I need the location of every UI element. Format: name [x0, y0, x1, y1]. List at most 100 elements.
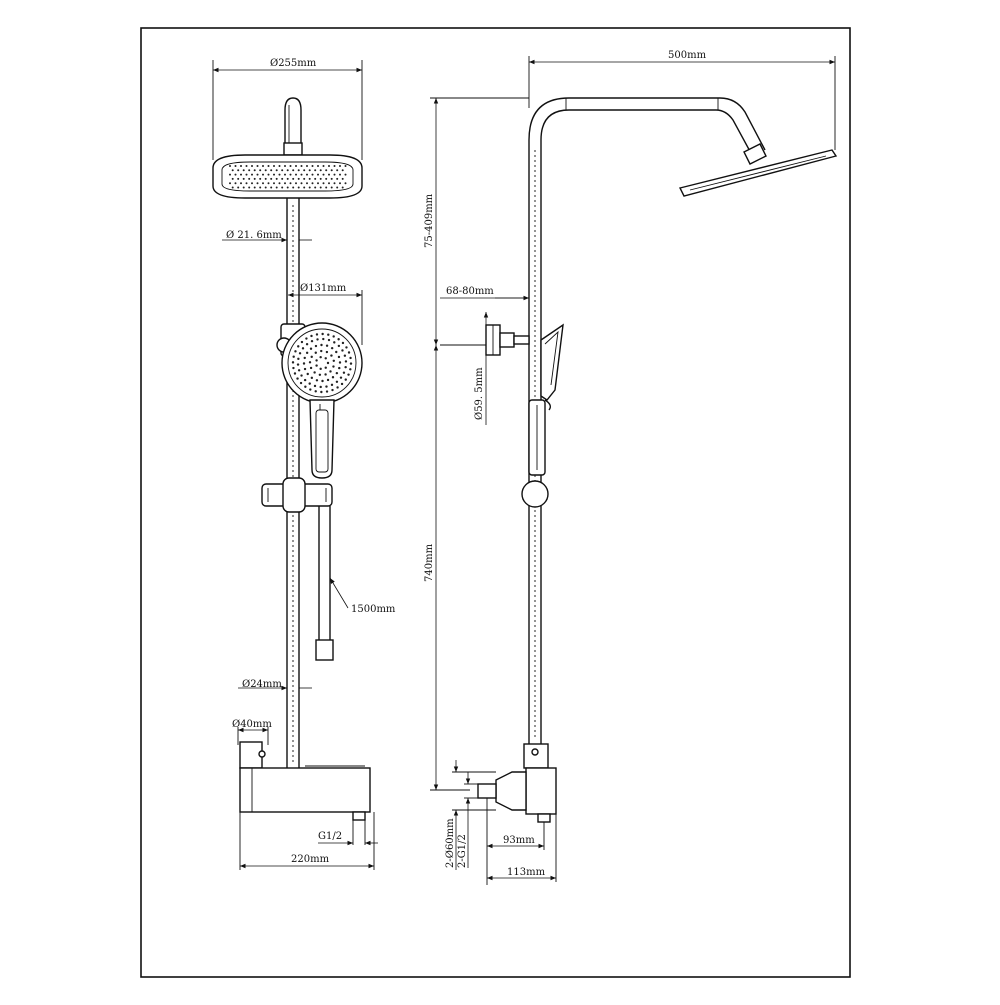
- nozzle-dot: [231, 169, 234, 172]
- dim-inlet-side: 2-G1/2: [457, 834, 468, 868]
- nozzle-dot: [300, 165, 303, 167]
- dim-hose-length: 1500mm: [351, 604, 396, 615]
- hand-nozzle-dot: [320, 349, 323, 353]
- nozzle-dot: [325, 177, 328, 180]
- nozzle-dot: [259, 177, 262, 180]
- nozzle-dot: [245, 182, 248, 185]
- nozzle-dot: [234, 165, 237, 167]
- nozzle-dot: [314, 186, 317, 189]
- nozzle-dot: [242, 186, 245, 189]
- hand-nozzle-dot: [310, 376, 314, 380]
- nozzle-dot: [319, 169, 322, 172]
- nozzle-dot: [251, 182, 253, 185]
- nozzle-dot: [286, 186, 289, 189]
- dim-depth-inner: 93mm: [503, 835, 535, 846]
- nozzle-dot: [295, 182, 297, 185]
- overhead-shower-head: [212, 154, 363, 199]
- nozzle-dot: [264, 177, 267, 180]
- hand-nozzle-dot: [331, 388, 334, 392]
- hand-nozzle-dot: [337, 344, 341, 348]
- hand-nozzle-dot: [337, 338, 340, 341]
- dim-overhead-diameter: Ø255mm: [270, 58, 317, 69]
- nozzle-dot: [330, 169, 333, 172]
- hand-nozzle-dot: [341, 341, 345, 345]
- hand-nozzle-dot: [319, 355, 322, 359]
- nozzle-dot: [229, 173, 231, 176]
- hand-nozzle-dot: [327, 338, 331, 342]
- nozzle-dot: [262, 173, 264, 176]
- dim-body-width: 220mm: [291, 854, 330, 865]
- hand-nozzle-dot: [297, 345, 300, 348]
- hand-nozzle-dot: [302, 362, 306, 365]
- nozzle-dot: [339, 173, 341, 176]
- nozzle-dot: [308, 186, 311, 189]
- nozzle-dot: [273, 182, 275, 185]
- nozzle-dot: [289, 173, 292, 176]
- nozzle-dot: [328, 173, 330, 176]
- nozzle-dot: [248, 169, 251, 172]
- hand-nozzle-dot: [332, 365, 335, 368]
- hand-nozzle-dot: [325, 350, 329, 354]
- nozzle-dot: [306, 165, 308, 167]
- nozzle-dot: [242, 177, 245, 180]
- nozzle-dot: [245, 173, 248, 176]
- hand-nozzle-dot: [340, 382, 344, 386]
- nozzle-dot: [231, 186, 234, 189]
- mixer-body-side: [477, 743, 557, 823]
- hand-nozzle-dot: [299, 381, 303, 385]
- hand-nozzle-dot: [316, 338, 319, 341]
- nozzle-dot: [256, 165, 259, 167]
- nozzle-dot: [317, 182, 319, 185]
- hand-nozzle-dot: [321, 379, 324, 383]
- dim-pipe-upper: Ø 21. 6mm: [226, 230, 282, 241]
- nozzle-dot: [264, 169, 267, 172]
- nozzle-dot: [297, 169, 300, 172]
- nozzle-dot: [251, 173, 253, 176]
- nozzle-dot: [262, 165, 264, 167]
- nozzle-dot: [273, 173, 275, 176]
- nozzle-dot: [281, 177, 284, 180]
- nozzle-dot: [297, 186, 300, 189]
- hand-shower-side: [528, 323, 564, 476]
- nozzle-dot: [256, 173, 259, 176]
- hand-nozzle-dot: [296, 363, 300, 366]
- nozzle-dot: [319, 177, 322, 180]
- hand-nozzle-dot: [344, 378, 347, 381]
- hand-nozzle-dot: [314, 390, 317, 393]
- nozzle-dot: [311, 182, 314, 185]
- hand-nozzle-dot: [313, 371, 316, 374]
- hand-nozzle-dot: [349, 368, 352, 371]
- nozzle-dot: [275, 186, 278, 189]
- hand-nozzle-dot: [331, 376, 335, 379]
- hand-nozzle-dot: [337, 355, 341, 359]
- nozzle-dot: [284, 182, 286, 185]
- hand-nozzle-dot: [310, 339, 314, 343]
- nozzle-dot: [237, 177, 240, 180]
- dim-inlet-front: G1/2: [318, 831, 342, 842]
- hose: [315, 506, 334, 661]
- hand-nozzle-dot: [320, 343, 323, 347]
- slider-bracket-front: [261, 477, 333, 513]
- hand-nozzle-dot: [327, 333, 330, 336]
- nozzle-dot: [253, 177, 256, 180]
- hand-nozzle-dot: [341, 349, 344, 352]
- nozzle-dot: [325, 169, 328, 172]
- nozzle-dot: [303, 177, 306, 180]
- nozzle-dot: [234, 182, 237, 185]
- nozzle-dot: [303, 169, 306, 172]
- nozzle-dot: [339, 165, 341, 167]
- hand-nozzle-dot: [303, 367, 307, 371]
- nozzle-dot: [333, 165, 336, 167]
- nozzle-dot: [275, 177, 278, 180]
- dim-knob: Ø40mm: [232, 719, 272, 730]
- hand-shower: [281, 322, 363, 479]
- nozzle-dot: [278, 173, 281, 176]
- nozzle-dot: [253, 169, 256, 172]
- nozzle-dot: [341, 186, 344, 189]
- nozzle-dot: [328, 165, 330, 167]
- nozzle-dot: [328, 182, 330, 185]
- nozzle-dot: [267, 182, 270, 185]
- hand-nozzle-dot: [349, 356, 352, 360]
- nozzle-dot: [341, 177, 344, 180]
